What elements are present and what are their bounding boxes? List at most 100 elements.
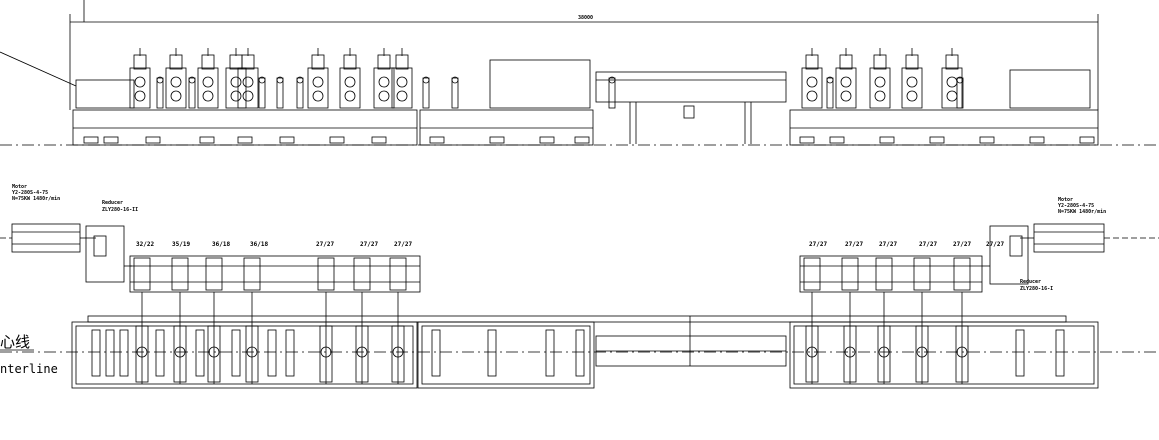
entry-drive-unit (75, 79, 135, 109)
stand-ratio-label: 27/27 (953, 241, 972, 248)
left-motor-spec-2: N=75KW 1480r/min (12, 196, 61, 202)
right-reducer-label: Reducer (1020, 279, 1042, 285)
base-foot (539, 136, 555, 144)
elevation-stand (225, 48, 247, 109)
base-foot (83, 136, 99, 144)
elevation-stand (391, 48, 413, 109)
plan-roll (267, 329, 277, 377)
plan-roll (195, 329, 205, 377)
plan-roll (105, 329, 115, 377)
elevation-stand (165, 48, 187, 109)
plan-stand (133, 257, 151, 384)
base-foot (799, 136, 815, 144)
plan-roll (155, 329, 165, 377)
welding-unit (489, 59, 591, 109)
base-foot (1029, 136, 1045, 144)
elevation-stand (307, 48, 329, 109)
elevation-stand (835, 48, 857, 109)
plan-stand (875, 257, 893, 384)
plan-view (0, 223, 1159, 389)
stand-ratio-label: 27/27 (316, 241, 335, 248)
plan-roll (231, 329, 241, 377)
plan-roll (119, 329, 129, 377)
stand-ratio-label: 35/19 (172, 241, 191, 248)
exit-straightener (1009, 69, 1091, 109)
base-foot (574, 136, 590, 144)
base-foot (1079, 136, 1095, 144)
stand-ratio-label: 27/27 (919, 241, 938, 248)
elevation-stand (129, 48, 151, 109)
side-roll (156, 76, 164, 109)
stand-ratio-label: 32/22 (136, 241, 155, 248)
plan-roll (487, 329, 497, 377)
plan-roll (1055, 329, 1065, 377)
centerline-cn: 心线 (0, 333, 31, 351)
base-foot (103, 136, 119, 144)
right-reducer-spec: ZLY280-16-I (1020, 286, 1054, 292)
left-reducer-spec: ZLY280-16-II (102, 207, 139, 213)
side-roll (608, 76, 616, 109)
right-motor-label: Motor (1058, 197, 1074, 203)
plan-stand (913, 257, 931, 384)
plan-stand (803, 257, 821, 384)
base-foot (829, 136, 845, 144)
stand-ratio-label: 27/27 (879, 241, 898, 248)
plan-roll (1015, 329, 1025, 377)
base-foot (929, 136, 945, 144)
plan-stand (841, 257, 859, 384)
stand-ratio-label: 27/27 (845, 241, 864, 248)
base-foot (879, 136, 895, 144)
plan-roll (575, 329, 585, 377)
plan-roll (285, 329, 295, 377)
elevation-stand (197, 48, 219, 109)
stand-ratio-label: 36/18 (212, 241, 231, 248)
side-roll (296, 76, 304, 109)
side-roll (422, 76, 430, 109)
base-foot (199, 136, 215, 144)
left-motor-spec-1: Y2-280S-4-75 (12, 190, 49, 196)
base-foot (329, 136, 345, 144)
base-foot (279, 136, 295, 144)
base-foot (979, 136, 995, 144)
base-foot (237, 136, 253, 144)
base-foot (145, 136, 161, 144)
base-foot (489, 136, 505, 144)
elevation-stand (901, 48, 923, 109)
side-roll (188, 76, 196, 109)
side-roll (451, 76, 459, 109)
plan-stand (317, 257, 335, 384)
base-foot (429, 136, 445, 144)
centerline-en: nterline (0, 362, 58, 376)
stand-ratio-label: 36/18 (250, 241, 269, 248)
stand-ratio-label: 27/27 (394, 241, 413, 248)
side-roll (276, 76, 284, 109)
plan-stand (205, 257, 223, 384)
elevation-stand (339, 48, 361, 109)
side-roll (258, 76, 266, 109)
plan-stand (353, 257, 371, 384)
plan-stand (953, 257, 971, 384)
plan-roll (431, 329, 441, 377)
plan-roll (91, 329, 101, 377)
stand-ratio-label: 27/27 (986, 241, 1005, 248)
elevation-stand (801, 48, 823, 109)
side-roll (826, 76, 834, 109)
side-roll (956, 76, 964, 109)
elevation-stand (373, 48, 395, 109)
overall-dimension: 38000 (578, 15, 594, 21)
plan-stand (389, 257, 407, 384)
stand-ratio-label: 27/27 (360, 241, 379, 248)
left-reducer-label: Reducer (102, 200, 124, 206)
plan-stand (243, 257, 261, 384)
right-motor-spec-1: Y2-280S-4-75 (1058, 203, 1095, 209)
left-motor-label: Motor (12, 184, 28, 190)
elevation-stand (869, 48, 891, 109)
plan-roll (545, 329, 555, 377)
elevation-stand (237, 48, 259, 109)
stand-ratio-label: 27/27 (809, 241, 828, 248)
elevation-view (0, 0, 1159, 146)
plan-stand (171, 257, 189, 384)
base-foot (371, 136, 387, 144)
right-motor-spec-2: N=75KW 1480r/min (1058, 209, 1107, 215)
